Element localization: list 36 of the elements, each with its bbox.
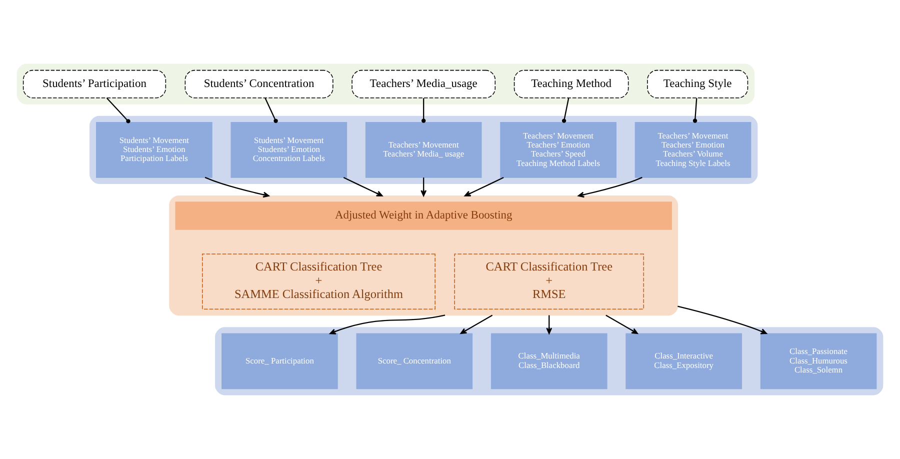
node-box: Teachers’ Movement Teachers’ Emotion Teachers’ Speed Teaching Method Labels	[500, 122, 616, 178]
arrow	[330, 314, 446, 334]
connector	[692, 98, 698, 123]
arrow	[420, 178, 427, 196]
connector	[106, 98, 130, 124]
arrow	[204, 176, 270, 198]
arrow	[678, 306, 768, 334]
node-box: Students’ Concentration	[184, 70, 334, 98]
connector	[562, 98, 570, 123]
node-box: Teaching Method	[514, 70, 629, 98]
arrow	[546, 315, 552, 334]
node-box: Score_ Participation	[222, 333, 338, 390]
arrow	[460, 314, 493, 334]
node-box: Teaching Style	[647, 70, 748, 98]
node-box: Students’ Movement Students’ Emotion Concentration Labels	[230, 122, 348, 178]
node-box: Class_Passionate Class_Humurous Class_Solemn	[760, 333, 877, 390]
connector	[264, 98, 278, 124]
cluster	[16, 64, 755, 104]
node-box: CART Classification Tree + RMSE	[454, 254, 644, 310]
connector	[422, 98, 426, 123]
node-box: Score_ Concentration	[356, 333, 473, 390]
node-box: Students’ Participation	[22, 70, 166, 98]
node-box: Teachers’ Movement Teachers’ Emotion Teachers’ Volume Teaching Style Labels	[634, 122, 752, 178]
node-box: Class_Multimedia Class_Blackboard	[490, 333, 608, 390]
node-box: Class_Interactive Class_Expository	[626, 333, 742, 390]
node-box: Teachers’ Movement Teachers’ Media_ usage	[365, 122, 482, 178]
node-box: Teachers’ Media_usage	[352, 70, 496, 98]
arrow	[464, 177, 504, 196]
cluster	[169, 195, 678, 316]
arrow	[606, 314, 638, 334]
node-box: CART Classification Tree + SAMME Classification Algorithm	[202, 254, 436, 310]
arrow	[578, 176, 642, 198]
node-box: Adjusted Weight in Adaptive Boosting	[175, 202, 672, 230]
arrow	[343, 177, 383, 196]
node-box: Students’ Movement Students’ Emotion Participation Labels	[96, 122, 212, 178]
cluster	[90, 116, 758, 184]
